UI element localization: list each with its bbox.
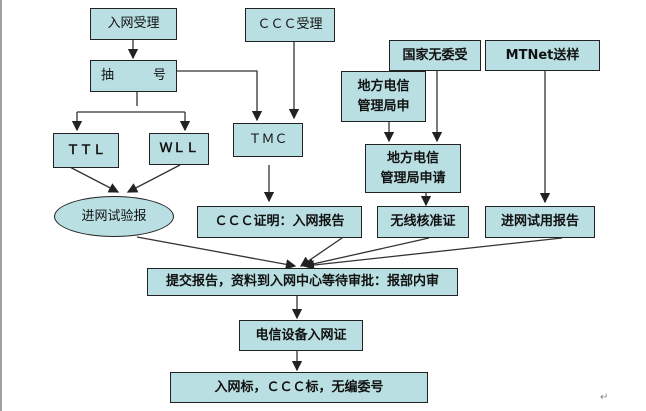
node-labels: 入网标，ＣＣＣ标，无编委号	[170, 372, 428, 403]
node-license: 电信设备入网证	[239, 320, 363, 351]
node-submit: 提交报告，资料到入网中心等待审批：报部内审	[147, 268, 458, 296]
node-tmc: ＴＭＣ	[233, 123, 303, 157]
node-ccc-cert: ＣＣＣ证明：入网报告	[197, 206, 362, 238]
arrow	[126, 164, 181, 193]
arrow	[65, 164, 120, 193]
node-local-telecom-1: 地方电信 管理局申	[341, 71, 426, 122]
arrow	[302, 237, 430, 270]
node-ttl: ＴＴＬ	[53, 133, 119, 168]
paragraph-mark-icon: ↵	[600, 392, 609, 403]
node-trial-report: 进网试用报告	[485, 206, 595, 238]
node-local-telecom-2: 地方电信 管理局申请	[365, 144, 461, 193]
node-state-radio: 国家无委受	[389, 40, 481, 71]
node-wll: ＷＬＬ	[149, 133, 209, 165]
node-ccc-accept: ＣＣＣ受理	[245, 8, 335, 42]
node-mtnet: MTNet送样	[485, 40, 600, 71]
node-entry-accept: 入网受理	[90, 8, 177, 40]
arrow	[174, 70, 263, 122]
node-draw-number: 抽 号	[90, 60, 177, 92]
node-test-report: 进网试验报	[54, 196, 174, 237]
arrow	[303, 237, 563, 271]
arrow	[136, 236, 297, 270]
node-radio-approval: 无线核准证	[377, 206, 469, 238]
